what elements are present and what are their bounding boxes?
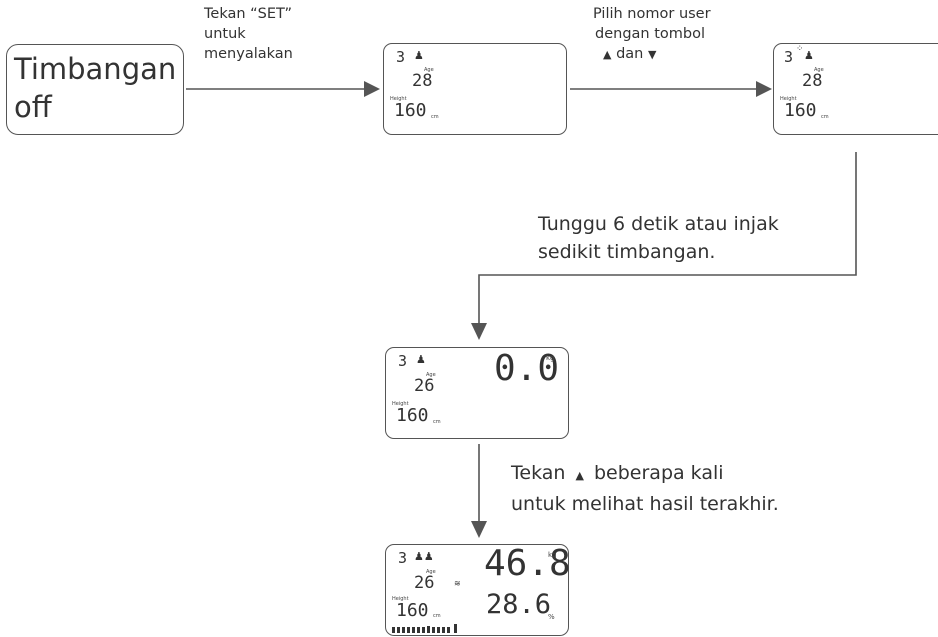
step2-line2: dengan tombol — [595, 26, 705, 42]
user-number: 3 — [398, 352, 408, 370]
user-number: 3 — [398, 549, 408, 567]
height-unit: cm — [431, 114, 439, 120]
scale-off-line1: Timbangan — [14, 52, 177, 86]
lcd-display-1: 3 ♟ Age 28 Height 160 cm — [383, 43, 567, 135]
lcd-display-3: 3 ♟ Age 26 Height 160 cm 0.0 kg — [385, 347, 569, 439]
lcd-display-2: 3 ♟ ⁘ Age 28 Height 160 cm — [773, 43, 938, 135]
step2-label: Pilih nomor user dengan tombol ▲ dan ▼ — [593, 4, 711, 65]
step2-and-text: dan — [616, 46, 644, 62]
age-value: 26 — [414, 376, 435, 396]
two-persons-icon: ♟♟ — [414, 550, 434, 563]
step3-line1: Tunggu 6 detik atau injak — [538, 213, 779, 235]
height-label: Height — [392, 401, 409, 407]
height-value: 160 — [394, 100, 427, 121]
age-value: 26 — [414, 573, 435, 593]
age-label: Age — [424, 67, 434, 73]
step1-line1: Tekan “SET” — [204, 6, 293, 22]
weight-unit: kg — [548, 551, 557, 559]
height-unit: cm — [433, 613, 441, 619]
step1-line2: untuk — [204, 26, 246, 42]
arrowhead-3 — [471, 323, 487, 340]
step1-label: Tekan “SET” untuk menyalakan — [204, 4, 293, 64]
arrow-line-3 — [478, 152, 857, 324]
step1-line3: menyalakan — [204, 46, 293, 62]
user-number: 3 — [396, 48, 406, 66]
scale-off-box — [6, 44, 184, 135]
step4-line1: Tekan ▲ beberapa kali — [511, 459, 779, 490]
arrowhead-1 — [364, 81, 380, 97]
step2-line1: Pilih nomor user — [593, 6, 711, 22]
height-value: 160 — [784, 100, 817, 121]
step4-line2: untuk melihat hasil terakhir. — [511, 493, 779, 515]
step4-press-text: Tekan — [511, 462, 566, 484]
age-label: Age — [426, 569, 436, 575]
person-icon: ♟ — [416, 353, 426, 366]
fat-unit: % — [548, 613, 555, 621]
step3-label: Tunggu 6 detik atau injak sedikit timban… — [538, 210, 779, 266]
arrowhead-4 — [471, 521, 487, 538]
height-label: Height — [780, 96, 797, 102]
blink-rays-icon: ⁘ — [796, 44, 804, 54]
scale-off-line2: off — [14, 90, 52, 124]
up-triangle-icon: ▲ — [603, 48, 612, 61]
age-label: Age — [426, 372, 436, 378]
person-icon: ♟ — [804, 49, 814, 62]
age-value: 28 — [802, 71, 823, 91]
age-value: 28 — [412, 71, 433, 91]
lcd-display-4: 3 ♟♟ Age 26 ≋ Height 160 cm 46.8 kg 28.6… — [385, 543, 571, 636]
age-label: Age — [814, 67, 824, 73]
step2-line3: ▲ dan ▼ — [593, 44, 711, 65]
height-value: 160 — [396, 600, 429, 621]
scale-off-text: Timbangan off — [14, 50, 176, 126]
step4-times-text: beberapa kali — [593, 462, 724, 484]
user-number: 3 — [784, 48, 794, 66]
step3-line2: sedikit timbangan. — [538, 241, 716, 263]
height-unit: cm — [821, 114, 829, 120]
person-icon: ♟ — [414, 49, 424, 62]
height-unit: cm — [433, 419, 441, 425]
weight-value: 46.8 — [484, 543, 571, 584]
fat-icon: ≋ — [454, 579, 461, 588]
weight-value: 0.0 — [494, 348, 560, 389]
height-label: Height — [390, 96, 407, 102]
down-triangle-icon: ▼ — [647, 48, 657, 61]
height-value: 160 — [396, 405, 429, 426]
arrowhead-2 — [756, 81, 772, 97]
fat-value: 28.6 — [486, 589, 552, 620]
height-label: Height — [392, 596, 409, 602]
up-triangle-icon: ▲ — [575, 469, 584, 482]
bar-indicator-icon — [392, 624, 457, 633]
weight-unit: kg — [546, 354, 555, 362]
step4-label: Tekan ▲ beberapa kali untuk melihat hasi… — [511, 459, 779, 518]
